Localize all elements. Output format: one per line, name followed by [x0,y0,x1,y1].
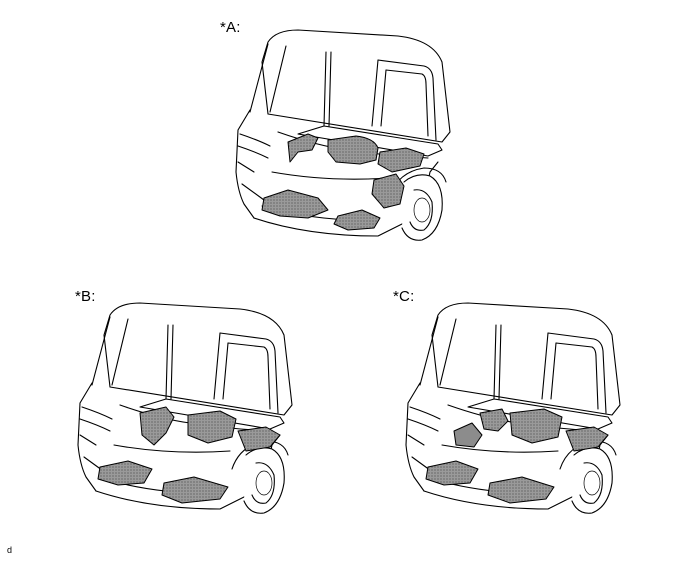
floor-mat [371,173,405,209]
cab-figure-c [398,295,638,535]
floor-mat [139,406,175,446]
floor-mat [425,460,479,486]
floor-mat [287,133,319,163]
floor-mat [261,189,329,219]
floor-mat-group-c [425,408,609,504]
figure-label-c: *C: [393,288,415,305]
floor-mat [237,426,281,452]
floor-mat [377,147,425,173]
floor-mat [487,476,555,504]
floor-mat [161,476,229,504]
floor-mat [327,135,379,165]
floor-mat [479,408,509,432]
floor-mat [453,422,483,448]
figure-label-a: *A: [220,19,241,36]
floor-mat [187,410,237,444]
cab-figure-b [70,295,310,535]
figure-label-b: *B: [75,288,96,305]
floor-mat-group-a [261,133,425,231]
floor-mat [97,460,153,486]
floor-mat [333,209,381,231]
figure-id: d [7,545,13,555]
floor-mat-group-b [97,406,281,504]
cab-figure-a [228,22,468,262]
floor-mat [509,408,563,444]
floor-mat [565,426,609,452]
